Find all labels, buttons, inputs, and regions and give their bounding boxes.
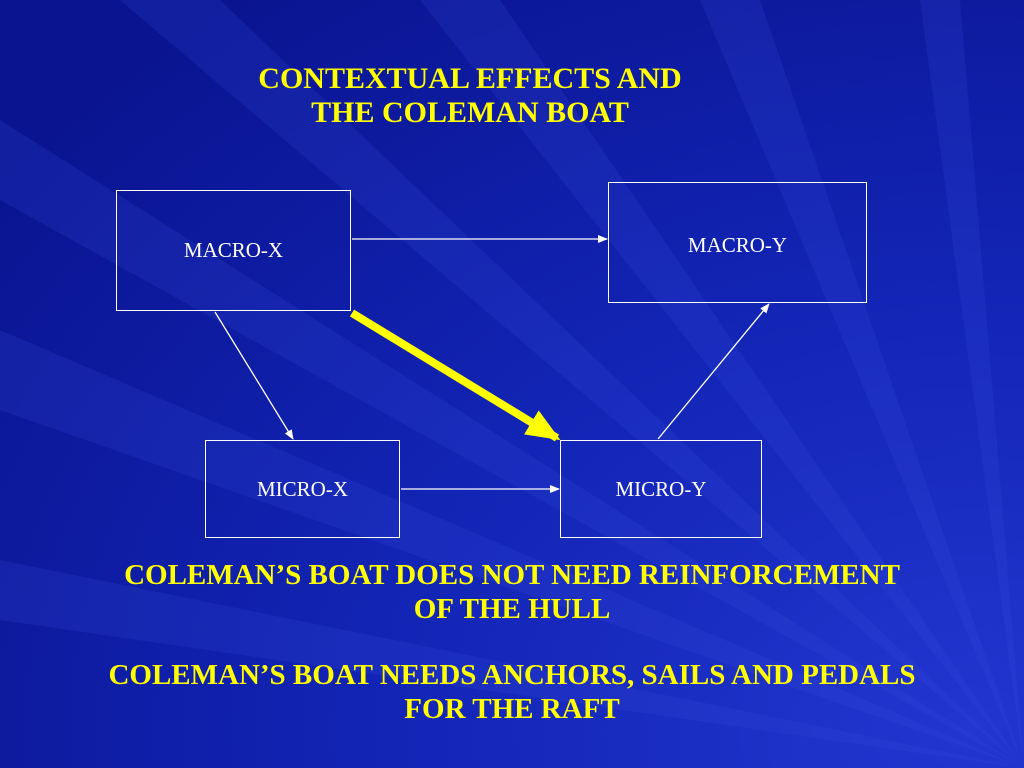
micro-x-box: MICRO-X	[205, 440, 400, 538]
statement-raft: COLEMAN’S BOAT NEEDS ANCHORS, SAILS AND …	[20, 658, 1004, 726]
macro-y-box: MACRO-Y	[608, 182, 867, 303]
statement-1-line-1: COLEMAN’S BOAT DOES NOT NEED REINFORCEME…	[124, 559, 900, 591]
statement-2-line-2: FOR THE RAFT	[404, 693, 620, 725]
macro-x-label: MACRO-X	[183, 238, 284, 262]
statement-hull: COLEMAN’S BOAT DOES NOT NEED REINFORCEME…	[20, 558, 1004, 626]
macro-y-label: MACRO-Y	[687, 233, 788, 257]
micro-y-label: MICRO-Y	[615, 476, 707, 501]
title-line-1: CONTEXTUAL EFFECTS AND	[258, 62, 682, 95]
micro-x-label: MICRO-X	[256, 476, 348, 501]
macro-x-box: MACRO-X	[116, 190, 351, 311]
micro-y-box: MICRO-Y	[560, 440, 762, 538]
page-title: CONTEXTUAL EFFECTS AND THE COLEMAN BOAT	[170, 62, 770, 130]
statement-1-line-2: OF THE HULL	[413, 593, 611, 625]
statement-2-line-1: COLEMAN’S BOAT NEEDS ANCHORS, SAILS AND …	[108, 659, 916, 691]
title-line-2: THE COLEMAN BOAT	[311, 96, 629, 129]
